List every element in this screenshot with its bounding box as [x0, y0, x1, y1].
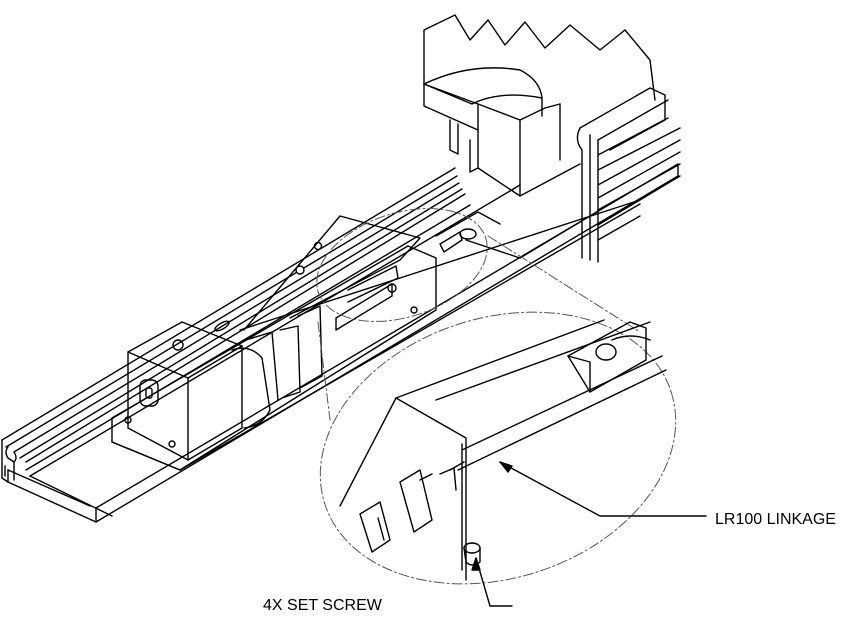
enlarged-detail-view — [319, 311, 707, 607]
header-channel — [1, 163, 679, 523]
set-screw-callout-label: 4X SET SCREW — [263, 597, 382, 614]
detail-source-circle — [316, 208, 488, 322]
detail-view-circle — [319, 311, 677, 585]
linkage-arrowhead — [499, 461, 513, 473]
linkage-leader-line — [499, 461, 707, 517]
lock-assembly — [111, 215, 437, 471]
door-jamb — [423, 14, 681, 263]
detail-projection-line-right — [487, 235, 641, 333]
screw-leader-line — [475, 557, 513, 607]
linkage-small — [435, 209, 601, 259]
detail-projection-line-left — [317, 321, 331, 421]
linkage-callout-label: LR100 LINKAGE — [715, 511, 836, 528]
screw-arrowhead — [471, 557, 481, 571]
